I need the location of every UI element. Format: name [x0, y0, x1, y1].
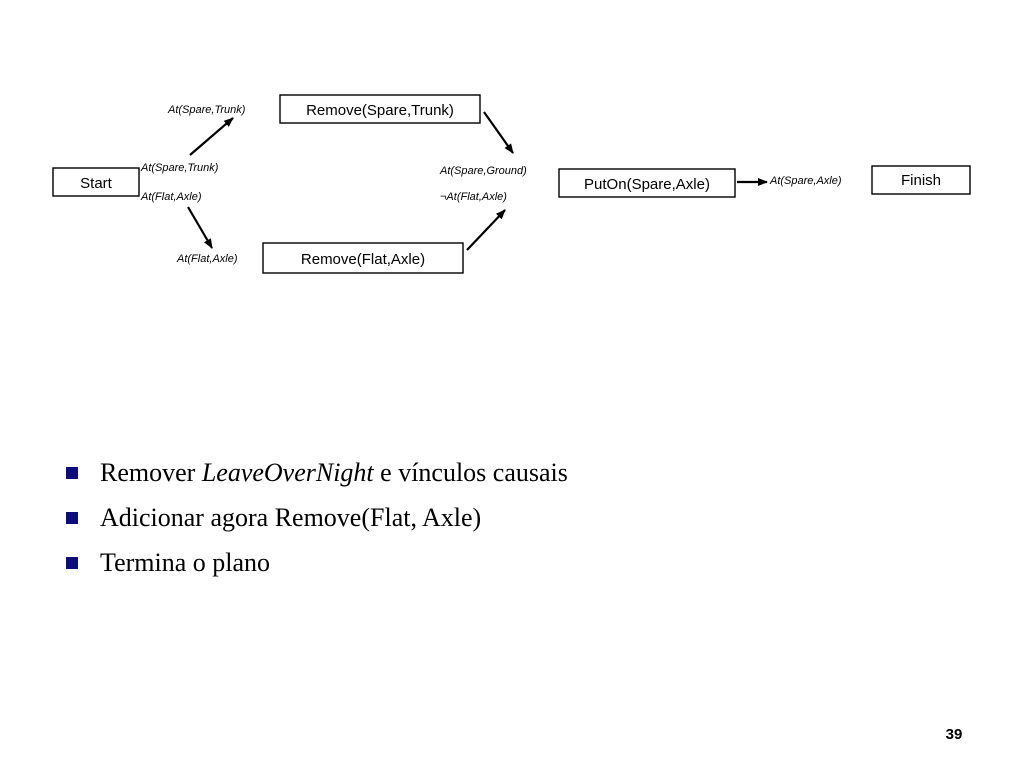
arrow-start-to-remove-spare-trunk — [189, 117, 234, 156]
node-puton-spare-axle: PutOn(Spare,Axle) — [558, 168, 736, 198]
condition-label: At(Spare,Trunk) — [167, 104, 246, 116]
square-bullet-icon — [66, 467, 78, 479]
action-name-leaveovernight: LeaveOverNight — [201, 458, 374, 487]
bullet-item-finish-plan: Termina o plano — [62, 542, 568, 587]
condition-label: At(Flat,Axle) — [176, 253, 238, 265]
node-start-label: Start — [80, 175, 113, 192]
condition-label: ¬At(Flat,Axle) — [440, 191, 507, 203]
arrow-start-to-remove-flat-axle — [187, 206, 213, 249]
arrow-remove-flat-axle-to-puton — [466, 209, 506, 251]
bullet-item-add-remove-flat-axle: Adicionar agora Remove(Flat, Axle) — [62, 497, 568, 542]
node-remove-spare-trunk-label: Remove(Spare,Trunk) — [306, 102, 454, 119]
condition-label: At(Spare,Axle) — [769, 175, 842, 187]
plan-diagram: Start Remove(Spare,Trunk) Remove(Flat,Ax… — [52, 94, 971, 274]
condition-label: At(Flat,Axle) — [140, 191, 202, 203]
page-number: 39 — [945, 726, 963, 743]
square-bullet-icon — [66, 557, 78, 569]
condition-label: At(Spare,Ground) — [439, 165, 527, 177]
node-puton-spare-axle-label: PutOn(Spare,Axle) — [584, 176, 710, 193]
square-bullet-icon — [66, 512, 78, 524]
node-remove-flat-axle: Remove(Flat,Axle) — [262, 242, 464, 274]
node-finish-label: Finish — [901, 172, 941, 189]
arrow-remove-spare-trunk-to-puton — [483, 111, 514, 154]
bullet-list: Remover LeaveOverNight e vínculos causai… — [62, 452, 568, 587]
node-remove-flat-axle-label: Remove(Flat,Axle) — [301, 251, 425, 268]
condition-label: At(Spare,Trunk) — [140, 162, 219, 174]
node-finish: Finish — [871, 165, 971, 195]
node-start: Start — [52, 167, 140, 197]
node-remove-spare-trunk: Remove(Spare,Trunk) — [279, 94, 481, 124]
bullet-item-remove-leaveovernight: Remover LeaveOverNight e vínculos causai… — [62, 452, 568, 497]
